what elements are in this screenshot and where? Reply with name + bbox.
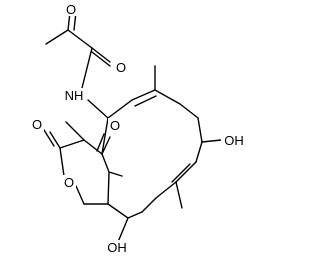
bond — [87, 99, 109, 119]
bond — [91, 47, 111, 63]
bond — [101, 117, 109, 155]
bond — [59, 147, 65, 177]
bond — [141, 197, 157, 213]
atom-label-hydroxyl-upper: OH — [224, 133, 244, 148]
bond — [59, 139, 85, 149]
atom-label-amide-oxygen: O — [116, 60, 126, 75]
structure-drawing: O O NH O O O OH OH — [30, 2, 247, 255]
bond — [195, 141, 203, 163]
bond — [49, 131, 61, 149]
atom-label-lactone-ring-oxygen: O — [64, 175, 74, 190]
molecule-diagram: O O NH O O O OH OH — [30, 2, 247, 255]
bonds — [43, 11, 222, 243]
bond — [154, 89, 181, 105]
atom-label-hydroxyl-lower: OH — [107, 240, 127, 255]
bond — [201, 139, 222, 143]
bond — [127, 211, 143, 219]
bond — [131, 89, 156, 101]
atom-label-keto-oxygen: O — [66, 2, 76, 17]
atom-label-ring-ketone-oxygen: O — [110, 118, 120, 133]
bond — [45, 29, 69, 45]
atom-label-lactone-carbonyl-oxygen: O — [32, 117, 42, 132]
bond — [91, 51, 111, 67]
bond — [175, 181, 183, 209]
bond — [96, 133, 105, 152]
bond — [108, 171, 123, 177]
bond — [179, 103, 199, 119]
bond — [107, 171, 110, 205]
bond — [81, 47, 93, 89]
bond — [101, 136, 111, 155]
bond — [155, 181, 177, 199]
bond — [171, 163, 191, 183]
atom-labels: O O NH O O O OH OH — [30, 2, 247, 255]
bond — [134, 95, 157, 107]
bond — [101, 153, 110, 173]
bond — [107, 99, 133, 119]
bond — [65, 121, 85, 141]
bond — [83, 139, 103, 155]
bond — [67, 29, 93, 49]
bond — [197, 117, 203, 143]
bond — [117, 217, 129, 243]
bond — [175, 161, 197, 183]
atom-label-amide-nh: NH — [65, 88, 84, 103]
bond — [75, 185, 85, 205]
bond — [107, 203, 129, 219]
bond — [43, 129, 55, 147]
